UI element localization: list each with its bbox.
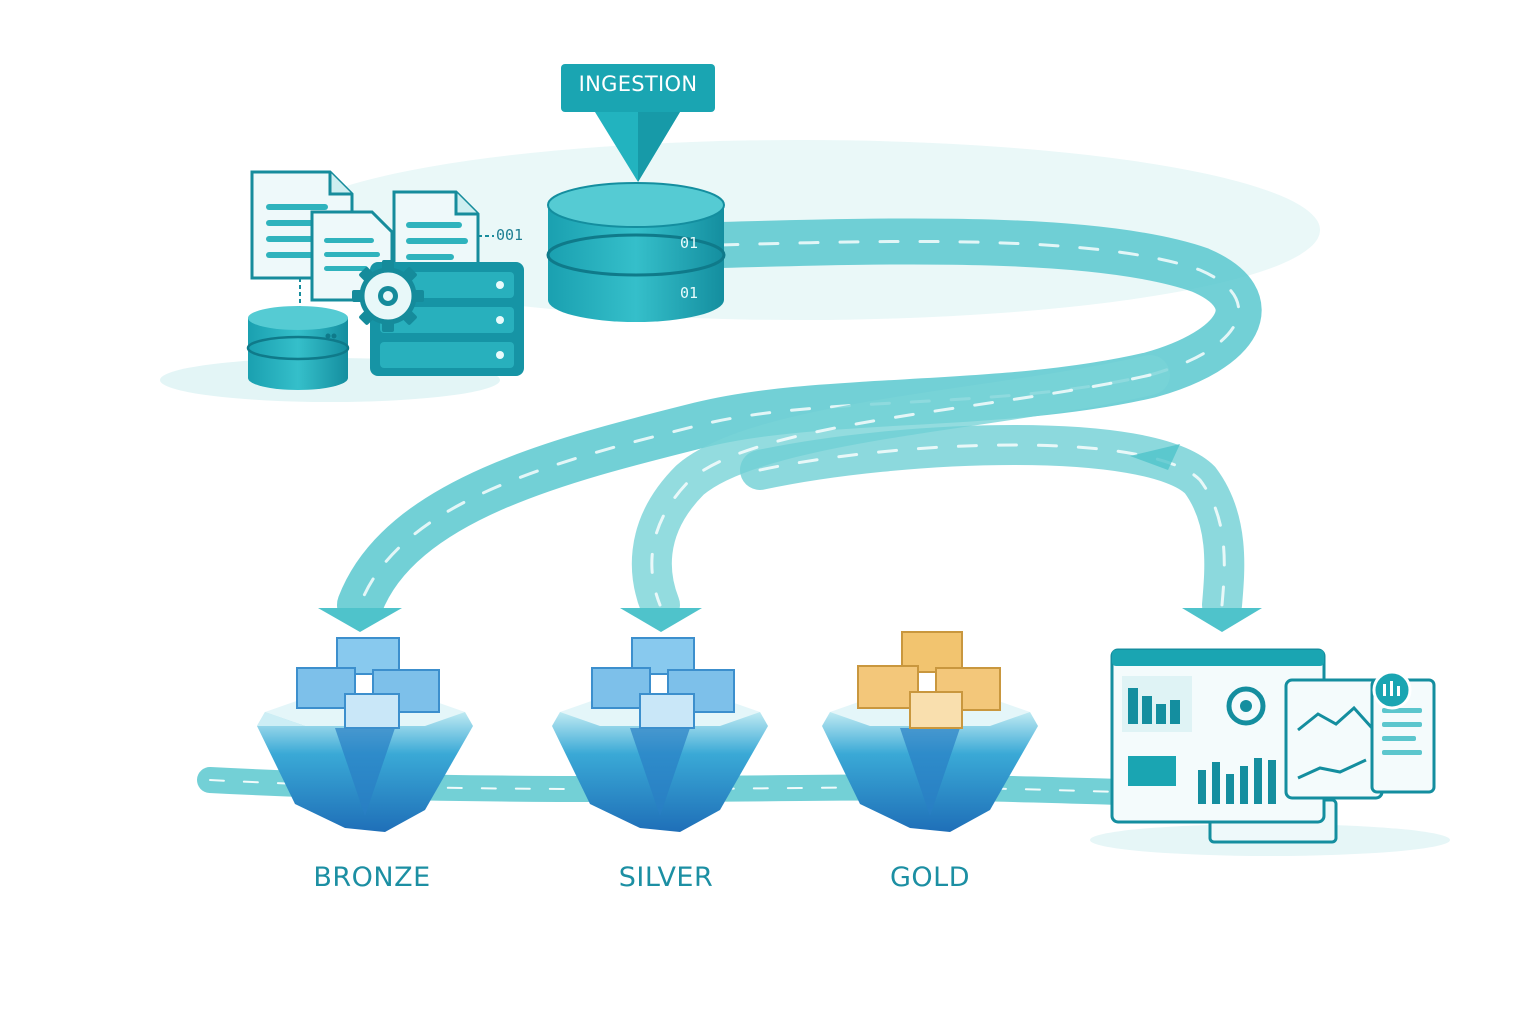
binary-text: 001 [496, 226, 524, 244]
gold-cubes [857, 631, 1001, 729]
silver-label: SILVER [618, 862, 714, 893]
arrow-to-dashboard [1182, 608, 1262, 632]
binary-text: 01 [680, 284, 699, 302]
binary-text: 01 [680, 234, 699, 252]
silver-cubes [591, 637, 735, 729]
dashboard-icon [1110, 648, 1436, 844]
flow-arrowheads [318, 444, 1262, 632]
ingestion-badge [561, 64, 715, 182]
bronze-label: BRONZE [313, 862, 431, 893]
gold-island [822, 631, 1038, 832]
gold-label: GOLD [889, 862, 970, 893]
line-chart-icon [1297, 705, 1374, 780]
gear-icon [1226, 686, 1266, 726]
ingestion-label: INGESTION [578, 72, 698, 96]
bar-chart-icon [1198, 758, 1276, 804]
arrow-to-bronze [318, 608, 402, 632]
bar-chart-icon [1128, 688, 1180, 724]
arrow-merge [1130, 444, 1180, 470]
bronze-cubes [296, 637, 440, 729]
source-database-icon [246, 306, 350, 390]
gear-icon [352, 260, 424, 332]
data-flow-streams [197, 218, 1262, 805]
ingestion-database-icon [546, 182, 726, 322]
bronze-island [257, 637, 473, 832]
arrow-to-silver [620, 608, 702, 632]
silver-island [552, 637, 768, 832]
